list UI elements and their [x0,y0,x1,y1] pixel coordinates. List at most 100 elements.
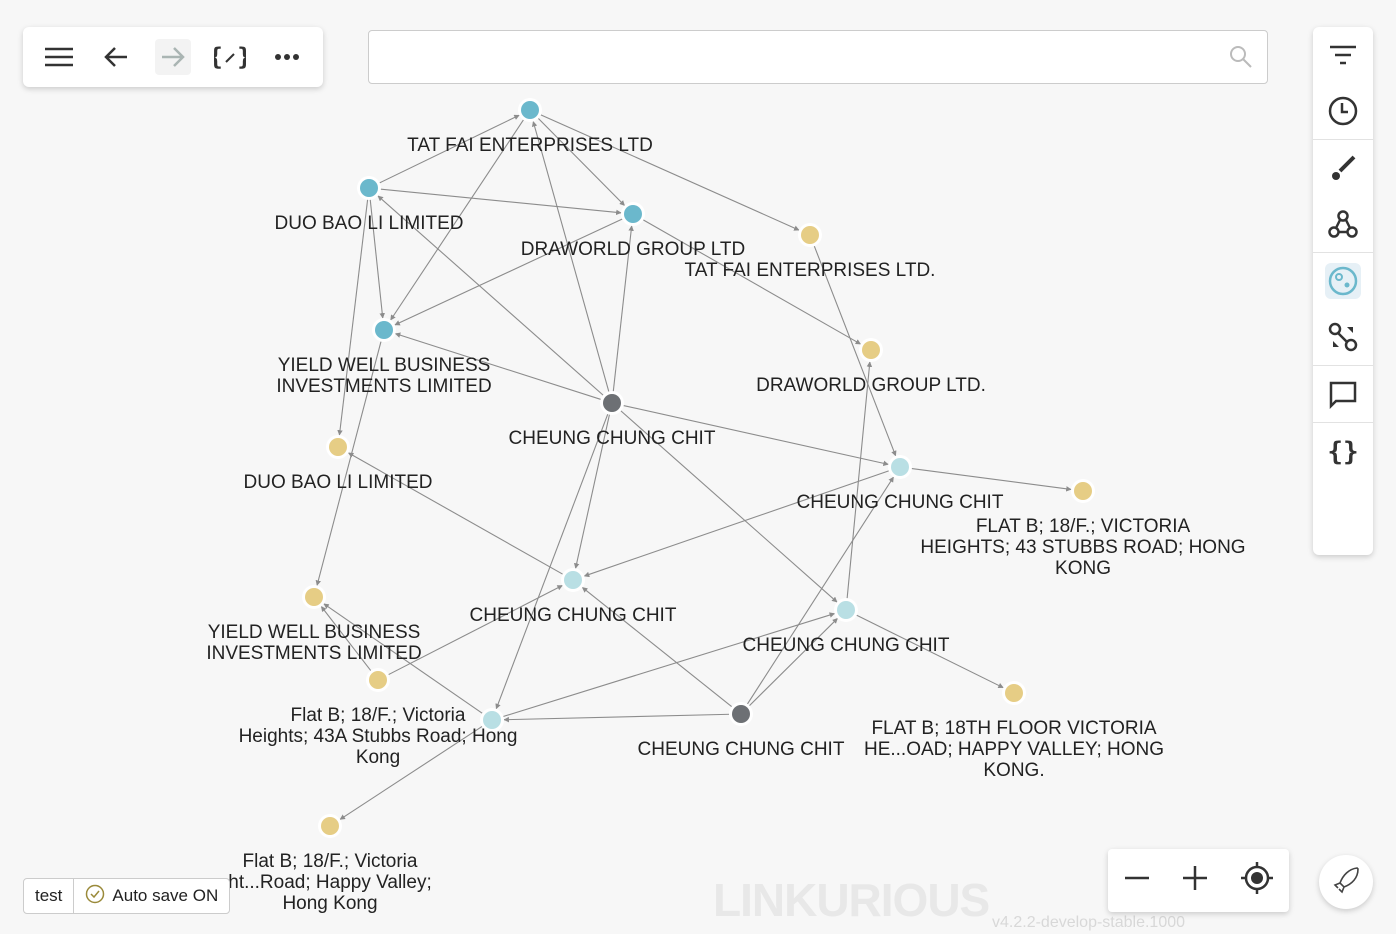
graph-edge[interactable] [347,452,565,576]
shortest-path-icon[interactable] [1313,309,1373,365]
graph-node-person_light[interactable] [564,571,582,589]
graph-node-address[interactable] [801,226,819,244]
workspace-name[interactable]: test [35,886,63,905]
node-label: DUO BAO LI LIMITED [244,472,433,493]
graph-node-company[interactable] [360,179,378,197]
graph-node-company[interactable] [624,205,642,223]
graph-edge[interactable] [394,217,625,326]
graph-edge[interactable] [377,114,520,185]
graph-edge[interactable] [378,188,622,216]
plus-icon[interactable] [1181,864,1209,897]
search-bar[interactable] [368,30,1268,84]
arrow-left-icon[interactable] [98,39,134,75]
graph-node-person_light[interactable] [891,458,909,476]
graph-edge[interactable] [320,606,373,673]
locate-icon[interactable] [1240,861,1274,900]
graph-node-company[interactable] [521,101,539,119]
graph-edge[interactable] [337,197,369,436]
node-label: CHEUNG CHUNG CHIT [470,605,677,626]
code-edit-icon[interactable]: { } [212,39,248,75]
graph-edge[interactable] [536,116,625,206]
more-icon[interactable] [269,39,305,75]
graph-node-company[interactable] [375,321,393,339]
node-label: TAT FAI ENTERPRISES LTD [407,135,653,156]
graph-node-address[interactable] [862,341,880,359]
node-label: Flat B; 18/F.; Victoria [243,851,418,872]
graph-edge[interactable] [394,332,603,401]
graph-edge[interactable] [909,467,1072,492]
search-icon[interactable] [1229,45,1253,74]
zoom-controls [1108,849,1289,912]
graph-edge[interactable] [315,339,382,586]
graph-edge[interactable] [369,197,385,319]
graph-node-person[interactable] [732,705,750,723]
graph-node-address[interactable] [329,438,347,456]
graph-edge[interactable] [503,713,732,723]
graph-edge[interactable] [538,113,800,231]
node-label: HE...OAD; HAPPY VALLEY; HONG [864,739,1164,760]
clock-icon[interactable] [1313,83,1373,139]
graph-node-address[interactable] [1005,684,1023,702]
node-label: INVESTMENTS LIMITED [276,376,491,397]
graph-edge[interactable] [581,587,734,709]
graph-edge[interactable] [745,476,894,706]
node-label: TAT FAI ENTERPRISES LTD. [685,260,936,281]
graph-edge[interactable] [386,584,563,676]
node-label: YIELD WELL BUSINESS [208,622,421,643]
brush-icon[interactable] [1313,140,1373,196]
node-label: Heights; 43A Stubbs Road; Hong [239,726,518,747]
node-label: CHEUNG CHUNG CHIT [638,739,845,760]
arrow-right-icon[interactable] [154,39,191,75]
graph-edge[interactable] [323,603,485,715]
node-label: KONG [1055,558,1111,579]
comment-icon[interactable] [1313,366,1373,422]
graph-edge[interactable] [573,412,611,569]
menu-icon[interactable] [41,39,77,75]
graph-edge[interactable] [583,469,891,578]
graph-node-address[interactable] [321,817,339,835]
autosave-toggle[interactable]: Auto save ON [73,879,229,913]
node-label: FLAT B; 18TH FLOOR VICTORIA [871,718,1156,739]
graph-node-address[interactable] [305,588,323,606]
graph-edge[interactable] [612,225,634,394]
search-input[interactable] [381,31,1221,81]
graph-edge[interactable] [641,218,862,345]
version-label: v4.2.2-develop-stable.1000 [992,914,1186,931]
graph-node-person_light[interactable] [837,601,855,619]
filter-icon[interactable] [1313,27,1373,83]
graph-edge[interactable] [619,409,838,603]
graph-edge[interactable] [747,618,838,708]
group-icon[interactable] [1313,253,1373,309]
graph-edge[interactable] [813,244,897,457]
graph-node-person[interactable] [603,394,621,412]
braces-icon[interactable]: {} [1313,423,1373,479]
node-label: DUO BAO LI LIMITED [275,213,464,234]
graph-node-person_light[interactable] [483,711,501,729]
check-circle-icon [85,884,105,909]
graph-edge[interactable] [621,404,889,467]
graph-icon[interactable] [1313,196,1373,252]
graph-edge[interactable] [339,725,484,820]
node-label: Kong [356,747,400,768]
graph-edge[interactable] [390,118,525,321]
top-toolbar: { } [23,27,323,87]
status-bar: test Auto save ON [23,878,231,914]
node-label: FLAT B; 18/F.; VICTORIA [976,516,1191,537]
graph-edge[interactable] [854,613,1004,689]
graph-node-address[interactable] [1074,482,1092,500]
node-label: CHEUNG CHUNG CHIT [743,635,950,656]
graph-edge[interactable] [501,612,836,718]
rocket-button[interactable] [1319,855,1373,909]
minus-icon[interactable] [1123,864,1151,897]
right-toolbar: {} [1313,27,1373,555]
node-label: Hong Kong [282,893,377,914]
graph-edge[interactable] [377,195,605,397]
node-label: HEIGHTS; 43 STUBBS ROAD; HONG [920,537,1245,558]
node-label: ht...Road; Happy Valley; [228,872,431,893]
rocket-icon [1331,865,1361,900]
graph-edge[interactable] [531,121,610,394]
node-label: CHEUNG CHUNG CHIT [797,492,1004,513]
graph-edge[interactable] [495,412,609,710]
graph-node-address[interactable] [369,671,387,689]
